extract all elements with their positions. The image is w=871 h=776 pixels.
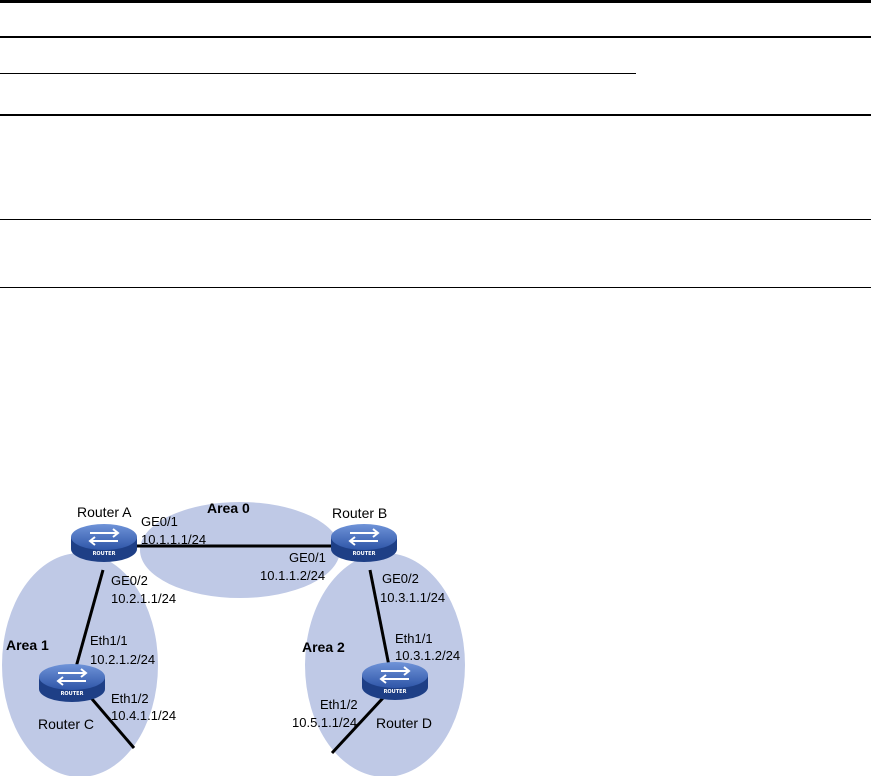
interface-ip: 10.5.1.1/24 [292, 715, 357, 730]
table-rule [0, 287, 871, 288]
top-rule [0, 0, 871, 3]
table-rule [0, 73, 636, 74]
table-rule [0, 36, 871, 38]
interface-ip: 10.1.1.2/24 [260, 568, 325, 583]
interface-name: Eth1/2 [320, 697, 358, 712]
router-a-icon: ROUTER [71, 524, 137, 562]
router-d-name: Router D [376, 715, 432, 731]
interface-name: Eth1/1 [90, 633, 128, 648]
table-rule [0, 219, 871, 220]
interface-name: Eth1/1 [395, 631, 433, 646]
router-badge: ROUTER [61, 691, 84, 697]
router-c-icon: ROUTER [39, 664, 105, 702]
interface-ip: 10.2.1.2/24 [90, 652, 155, 667]
interface-name: GE0/2 [111, 573, 148, 588]
interface-ip: 10.2.1.1/24 [111, 591, 176, 606]
interface-ip: 10.3.1.1/24 [380, 590, 445, 605]
link-b-d [368, 569, 393, 677]
router-badge: ROUTER [93, 551, 116, 557]
interface-name: Eth1/2 [111, 691, 149, 706]
router-a-name: Router A [77, 504, 132, 520]
link-a-c [71, 569, 105, 679]
ospf-network-diagram: ROUTER ROUTER ROUTER ROUTER Area 0 Area … [2, 500, 465, 776]
interface-name: GE0/1 [289, 550, 326, 565]
interface-ip: 10.3.1.2/24 [395, 648, 460, 663]
router-b-name: Router B [332, 505, 387, 521]
interface-name: GE0/1 [141, 514, 178, 529]
router-badge: ROUTER [384, 689, 407, 695]
area-1-label: Area 1 [6, 637, 49, 653]
router-c-name: Router C [38, 716, 94, 732]
table-rule [0, 114, 871, 116]
area-2-label: Area 2 [302, 639, 345, 655]
area-0-label: Area 0 [207, 500, 250, 516]
interface-ip: 10.1.1.1/24 [141, 532, 206, 547]
router-badge: ROUTER [353, 551, 376, 557]
area-0-region [140, 502, 340, 598]
router-b-icon: ROUTER [331, 524, 397, 562]
interface-ip: 10.4.1.1/24 [111, 708, 176, 723]
router-d-icon: ROUTER [362, 662, 428, 700]
interface-name: GE0/2 [382, 571, 419, 586]
